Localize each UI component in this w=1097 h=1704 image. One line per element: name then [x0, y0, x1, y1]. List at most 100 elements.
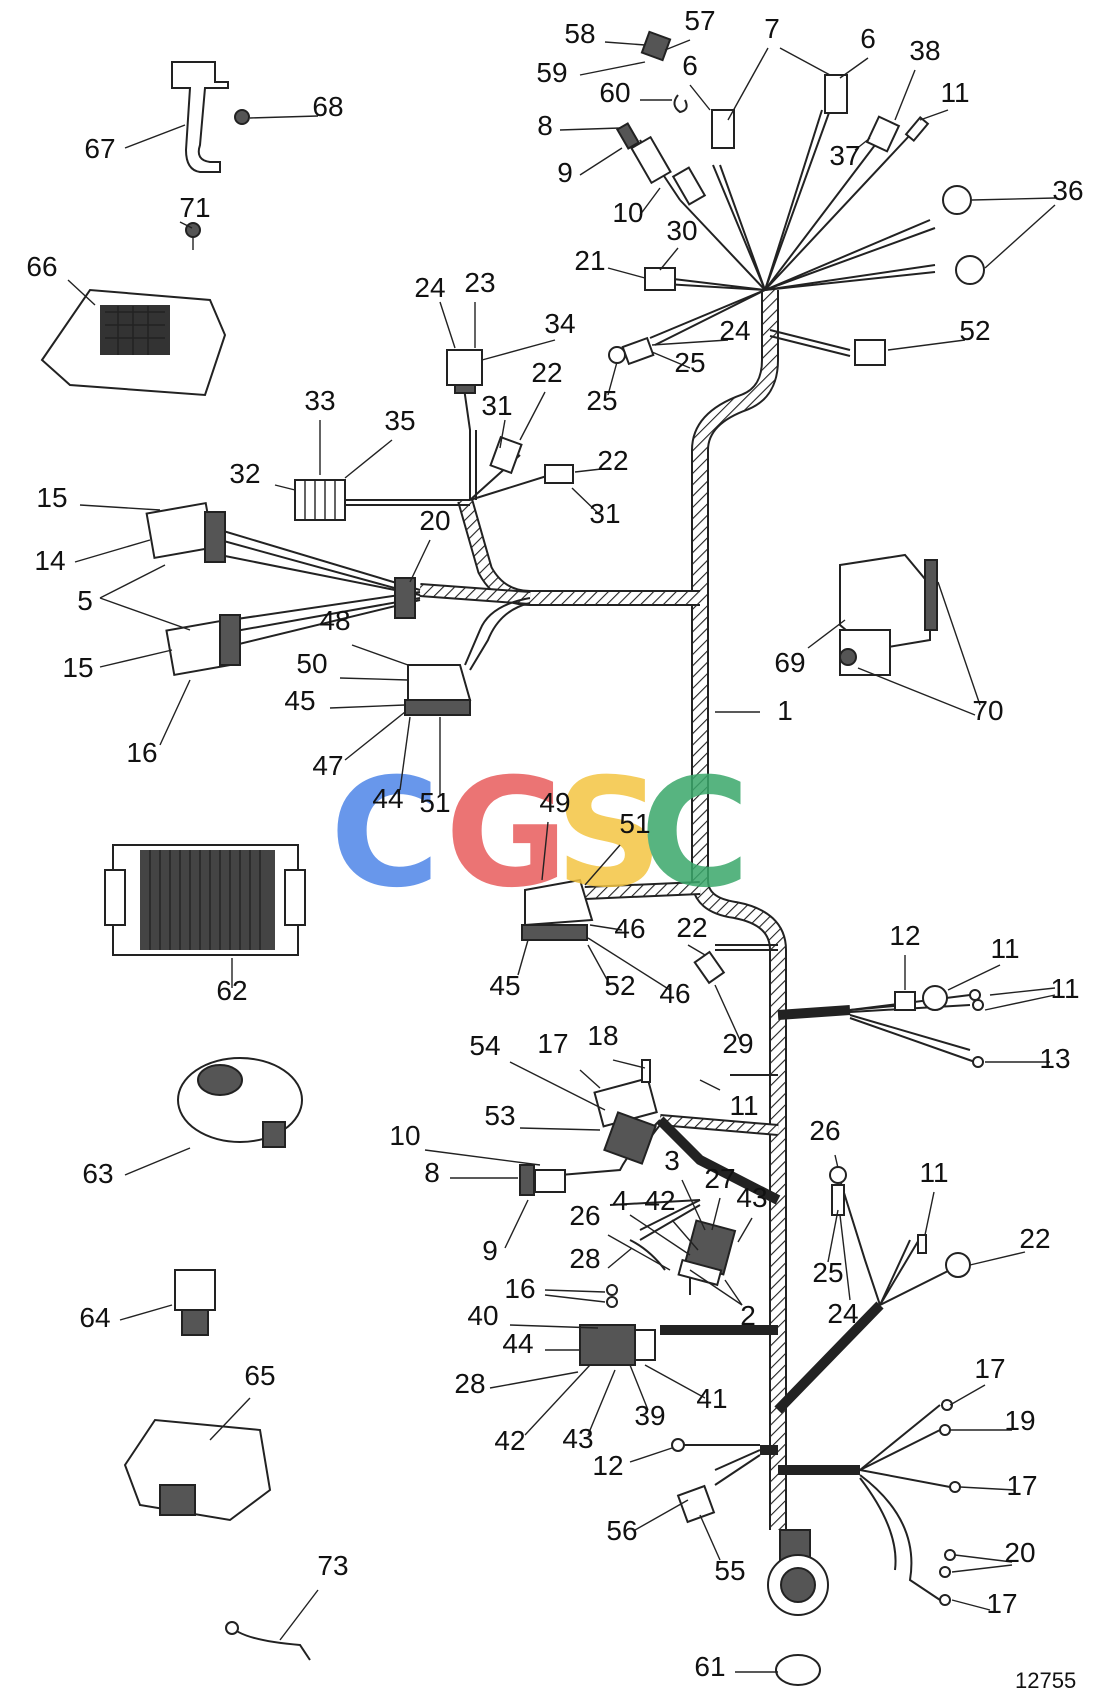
callout-label: 28: [569, 1243, 600, 1274]
callout-label: 58: [564, 18, 595, 49]
leader-line: [179, 221, 193, 229]
leader-line: [737, 1217, 753, 1243]
leader-line: [949, 1384, 986, 1406]
callout-label: 65: [244, 1360, 275, 1391]
callout-label: 9: [482, 1235, 498, 1266]
callout-label: 35: [384, 405, 415, 436]
right-wires: [559, 944, 976, 1601]
leader-line: [937, 581, 981, 706]
clip-61: [673, 94, 688, 114]
cap-38-39: [865, 115, 901, 153]
leader-line: [579, 147, 623, 176]
leader-line: [439, 301, 456, 349]
callout-label: 10: [389, 1120, 420, 1151]
leader-line: [954, 1554, 1013, 1563]
connector-8-10-top: [615, 122, 707, 206]
callout-label: 31: [589, 498, 620, 529]
leader-line: [612, 1059, 646, 1069]
callout-label: 64: [79, 1302, 110, 1333]
leader-line: [504, 1199, 529, 1249]
callout-label: 6: [860, 23, 876, 54]
callout-label: 57: [684, 5, 715, 36]
callout-label: 51: [419, 787, 450, 818]
module-66: [123, 1418, 272, 1522]
callout-label: 24: [719, 315, 750, 346]
callout-label: 28: [454, 1368, 485, 1399]
leader-line: [687, 944, 706, 956]
callout-label: 26: [809, 1115, 840, 1146]
leader-line: [519, 391, 546, 441]
leader-line: [951, 1564, 1013, 1573]
callout-label: 11: [990, 933, 1019, 964]
callout-label: 61: [694, 1651, 725, 1682]
left-harness-branch: [419, 497, 700, 606]
leader-line: [607, 1247, 633, 1269]
connector-33: [294, 479, 346, 521]
callout-label: 26: [569, 1200, 600, 1231]
callout-label: 15: [62, 652, 93, 683]
callout-label: 8: [537, 110, 553, 141]
callout-label: 3: [664, 1145, 680, 1176]
leader-line: [644, 1364, 706, 1399]
connector-15-16-bottom: [165, 614, 241, 677]
leader-line: [571, 487, 601, 516]
leader-line: [924, 1191, 935, 1236]
callout-label: 45: [489, 970, 520, 1001]
leader-line: [99, 649, 173, 668]
callout-label: 47: [312, 750, 343, 781]
watermark-letter: G: [445, 747, 568, 921]
callout-label: 50: [296, 648, 327, 679]
connector-18-54: [593, 1059, 658, 1165]
leader-line: [579, 1069, 601, 1089]
leader-line: [834, 1154, 839, 1169]
connector-15-16-top: [145, 501, 226, 563]
connector-41-44: [579, 1324, 656, 1366]
middle-harness-branch: [584, 881, 701, 900]
leader-line: [714, 984, 741, 1041]
leader-line: [519, 1127, 601, 1131]
callout-label: 37: [829, 140, 860, 171]
callout-label: 39: [634, 1400, 665, 1431]
callout-label: 16: [504, 1273, 535, 1304]
screw-73: [185, 222, 201, 250]
leader-line: [607, 267, 646, 279]
watermark: C G S C: [330, 747, 750, 921]
clamp-62: [775, 1654, 821, 1686]
leader-line: [854, 137, 871, 151]
sensor-64: [177, 1057, 303, 1148]
terminal-24-26-lower: [829, 1166, 847, 1216]
connector-6-right: [824, 74, 848, 114]
left-wires: [219, 359, 551, 671]
callout-label: 17: [537, 1028, 568, 1059]
main-harness-trunk: [691, 290, 787, 1530]
connector-22-30: [693, 950, 726, 985]
callout-label: 36: [1052, 175, 1083, 206]
callout-label: 21: [574, 245, 605, 276]
callout-label: 51: [619, 808, 650, 839]
leader-line: [947, 964, 1001, 991]
leader-line: [99, 597, 191, 631]
callout-label: 43: [562, 1423, 593, 1454]
leader-line: [984, 204, 1056, 269]
connector-58: [640, 30, 672, 62]
terminal-11-lower: [917, 1234, 927, 1254]
callout-label: 2: [740, 1300, 756, 1331]
callout-label: 52: [959, 315, 990, 346]
callout-label: 41: [696, 1383, 727, 1414]
figure-number: 12755: [1015, 1668, 1076, 1693]
watermark-letter: S: [555, 747, 663, 921]
callout-label: 22: [1019, 1223, 1050, 1254]
leader-line: [971, 197, 1056, 201]
leader-line: [544, 1289, 606, 1293]
leader-line: [887, 339, 966, 351]
callout-label: 71: [179, 192, 210, 223]
connector-57: [676, 1484, 716, 1524]
leader-line: [587, 937, 671, 991]
watermark-letter: C: [330, 747, 440, 921]
callout-labels: 1234566788991010111111111112121314151516…: [26, 5, 1083, 1682]
leader-line: [989, 987, 1056, 996]
leader-line: [209, 1397, 251, 1441]
callout-label: 53: [484, 1100, 515, 1131]
